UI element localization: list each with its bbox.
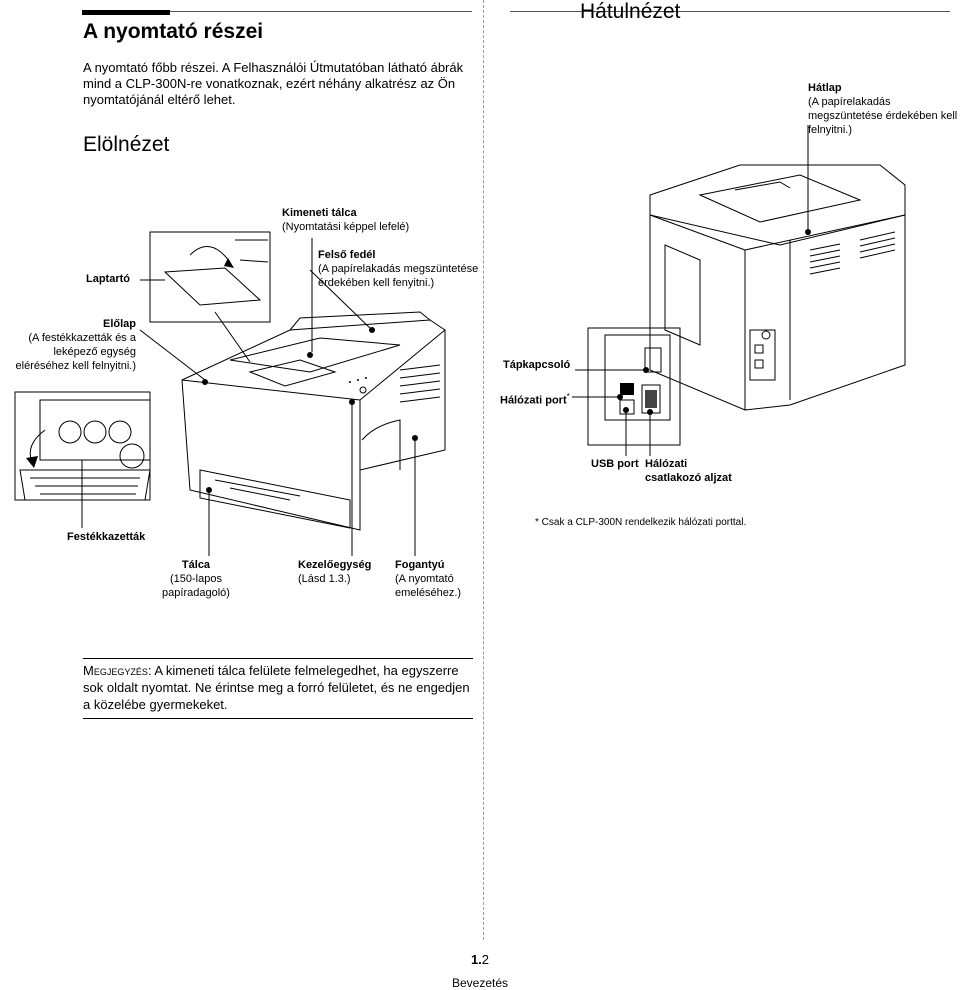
printer-rear-body <box>649 164 906 411</box>
rear-view-title: Hátulnézet <box>580 0 681 23</box>
rear-connector-detail <box>587 327 681 446</box>
front-view-title: Elölnézet <box>83 133 170 156</box>
front-cover-label: Előlap (A festékkazetták és a leképező e… <box>15 318 136 372</box>
toner-cartridges-detail <box>14 391 151 501</box>
printer-front-body <box>181 311 446 531</box>
tray-label: Tálca (150-lapos papíradagoló) <box>162 559 230 599</box>
control-panel-label: Kezelőegység (Lásd 1.3.) <box>298 559 372 585</box>
output-tray-label: Kimeneti tálca (Nyomtatási képpel lefelé… <box>282 207 410 233</box>
front-leader-lines <box>81 238 418 556</box>
rear-leader-lines <box>572 125 811 456</box>
page-title: A nyomtató részei <box>83 20 264 43</box>
intro-paragraph: A nyomtató főbb részei. A Felhasználói Ú… <box>83 60 464 107</box>
power-socket-label: Hálózati csatlakozó aljzat <box>645 458 732 484</box>
note-box: Megjegyzés: A kimeneti tálca felülete fe… <box>83 658 473 719</box>
network-port-label: Hálózati port* <box>500 392 570 407</box>
note-label: Megjegyzés <box>83 663 148 678</box>
header-rule-left <box>170 11 472 12</box>
chapter-name: Bevezetés <box>451 976 509 990</box>
footnote: * Csak a CLP-300N rendelkezik hálózati p… <box>535 517 747 528</box>
note-text: : A kimeneti tálca felülete felmelegedhe… <box>83 663 470 712</box>
handle-label: Fogantyú (A nyomtató emeléséhez.) <box>395 559 462 599</box>
header-rule-right <box>510 11 950 12</box>
page-number: 1.2 <box>470 952 490 967</box>
output-support-detail <box>149 231 271 323</box>
header-accent-bar <box>82 10 170 15</box>
toner-cartridges-label: Festékkazetták <box>67 531 146 543</box>
power-switch-label: Tápkapcsoló <box>503 359 571 371</box>
usb-port-label: USB port <box>591 458 639 470</box>
rear-cover-label: Hátlap (A papírelakadás megszüntetése ér… <box>808 82 958 136</box>
column-divider <box>483 0 484 940</box>
output-support-label: Laptartó <box>86 273 130 285</box>
top-cover-label: Felső fedél (A papírelakadás megszünteté… <box>318 249 479 289</box>
